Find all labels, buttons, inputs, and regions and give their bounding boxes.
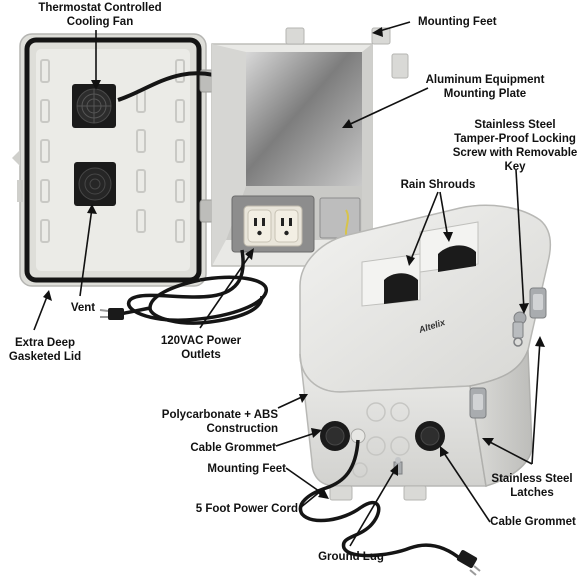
open-unit-power-cord — [119, 249, 268, 325]
callout-mounting-feet-top: Mounting Feet — [418, 16, 497, 28]
closed-enclosure: Altelix — [299, 204, 552, 501]
callout-arrows — [33, 21, 541, 547]
aluminum-mounting-plate — [246, 52, 362, 186]
callout-power-cord: 5 Foot Power Cord — [195, 503, 298, 515]
callout-rain-shrouds: Rain Shrouds — [400, 179, 476, 191]
callout-cable-grommet-left: Cable Grommet — [190, 442, 276, 454]
plug-icon — [456, 550, 481, 576]
callout-aluminum-plate: Aluminum Equipment Mounting Plate — [425, 74, 545, 100]
callout-vent: Vent — [70, 302, 96, 314]
rain-shroud-icon — [361, 221, 479, 307]
mounting-foot-bottom-left — [329, 485, 353, 501]
mounting-foot-top-left — [285, 27, 305, 45]
callout-ground-lug: Ground Lug — [318, 551, 384, 563]
callout-mounting-feet-bottom: Mounting Feet — [207, 463, 286, 475]
callout-power-outlets: 120VAC Power Outlets — [160, 335, 242, 361]
power-outlet-icon — [231, 195, 315, 253]
callout-arrowheads — [43, 27, 545, 499]
open-enclosure-base — [211, 27, 409, 267]
callout-cable-grommet-right: Cable Grommet — [490, 516, 576, 528]
closed-unit-power-cord — [298, 439, 464, 562]
latch-icon — [469, 287, 547, 419]
callout-latches: Stainless Steel Latches — [491, 473, 573, 499]
locking-screw-icon — [512, 311, 527, 347]
callout-construction: Polycarbonate + ABS Construction — [161, 409, 278, 435]
open-lid — [12, 33, 207, 287]
lid-gasket — [24, 37, 202, 283]
callout-locking-screw: Stainless Steel Tamper-Proof Locking Scr… — [452, 119, 578, 173]
cooling-fan-icon — [72, 84, 116, 128]
plug-icon — [99, 308, 124, 320]
callout-gasketed-lid: Extra Deep Gasketed Lid — [8, 337, 82, 363]
mounting-foot-bottom-right — [403, 485, 427, 501]
cable-grommet-icon — [320, 421, 445, 451]
vent-icon — [74, 162, 116, 206]
callout-thermostat-fan: Thermostat Controlled Cooling Fan — [38, 2, 162, 28]
